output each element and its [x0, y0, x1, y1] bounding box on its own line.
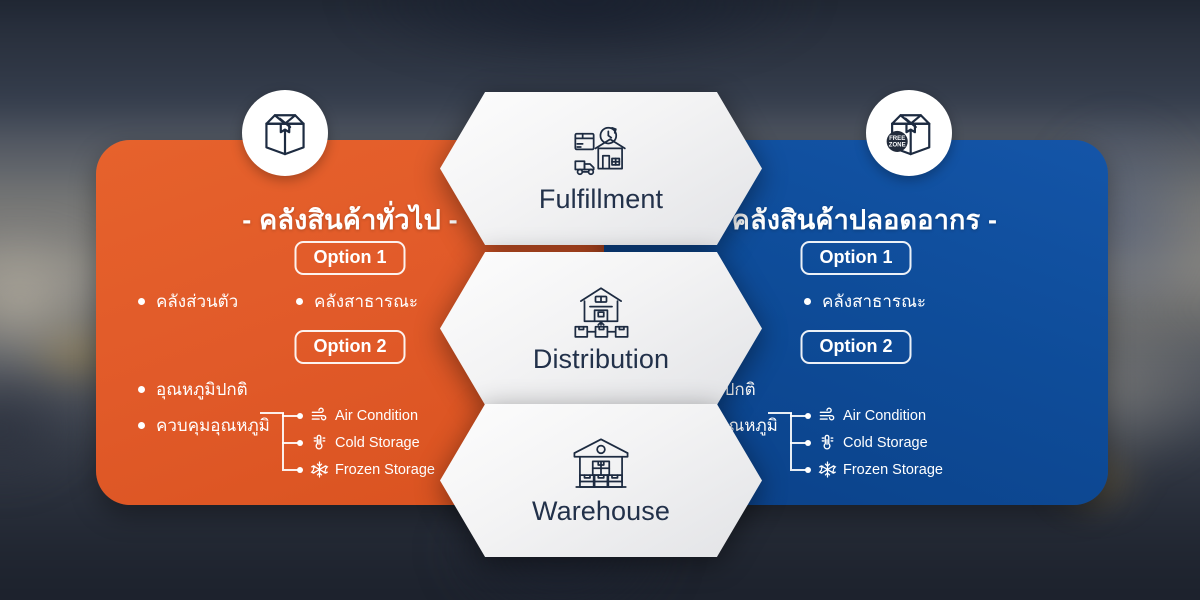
left-sub-item-air-condition: Air Condition [282, 406, 418, 425]
free-zone-warehouse-badge: FREE ZONE [866, 90, 952, 176]
thermometer-icon [821, 434, 834, 450]
connector-node-icon [297, 412, 303, 419]
sub-item-label: Frozen Storage [843, 461, 943, 478]
right-temperature-subtree: Air Condition Cold Storage [768, 404, 1050, 482]
fulfillment-icon [574, 127, 626, 176]
distribution-icon [574, 287, 629, 339]
chip-fulfillment[interactable]: Fulfillment [440, 92, 762, 245]
sub-item-label: Cold Storage [335, 434, 420, 451]
chip-content: Warehouse [440, 404, 762, 557]
connector-branch [790, 468, 806, 471]
free-zone-chip [886, 130, 908, 152]
bullet-dot-icon [804, 298, 811, 305]
sub-item-label: Frozen Storage [335, 461, 435, 478]
item-label: คลังสาธารณะ [314, 292, 418, 311]
warehouse-icon [573, 438, 629, 489]
right-option1-pill[interactable]: Option 1 [800, 241, 912, 275]
connector-branch [790, 441, 806, 444]
chip-label: Fulfillment [538, 184, 664, 215]
right-panel-title: - คลังสินค้าปลอดอากร - [714, 205, 998, 235]
item-label: อุณหภูมิปกติ [156, 380, 248, 399]
thermometer-icon [313, 434, 326, 450]
chip-distribution[interactable]: Distribution [440, 252, 762, 405]
connector-branch [282, 441, 298, 444]
left-sub-item-frozen-storage: Frozen Storage [282, 460, 435, 479]
left-sub-item-cold-storage: Cold Storage [282, 433, 420, 452]
connector-stub [260, 412, 284, 414]
air-flow-icon [311, 407, 327, 421]
right-option2-pill[interactable]: Option 2 [800, 330, 912, 364]
box-free-zone-icon: FREE ZONE [886, 114, 931, 156]
connector-branch [790, 414, 806, 417]
chip-warehouse[interactable]: Warehouse [440, 404, 762, 557]
connector-branch [282, 468, 298, 471]
bullet-dot-icon [138, 422, 145, 429]
bullet-dot-icon [138, 386, 145, 393]
air-flow-icon [819, 407, 835, 421]
connector-node-icon [297, 466, 303, 473]
left-panel-title: - คลังสินค้าทั่วไป - [242, 205, 458, 235]
general-warehouse-badge [242, 90, 328, 176]
connector-trunk [282, 413, 284, 469]
left-option1-pill[interactable]: Option 1 [294, 241, 406, 275]
svg-text:FREE: FREE [889, 136, 905, 142]
connector-stub [768, 412, 792, 414]
chip-label: Distribution [532, 344, 670, 375]
sub-item-label: Air Condition [843, 407, 927, 424]
left-option2-item-0: อุณหภูมิปกติ [138, 376, 248, 403]
box-icon [265, 114, 305, 156]
left-temperature-subtree: Air Condition Cold Storage [260, 404, 542, 482]
right-sub-item-air-condition: Air Condition [790, 406, 926, 425]
item-label: ควบคุมอุณหภูมิ [156, 416, 270, 435]
left-option2-pill[interactable]: Option 2 [294, 330, 406, 364]
right-sub-item-cold-storage: Cold Storage [790, 433, 928, 452]
bullet-dot-icon [296, 298, 303, 305]
left-option1-item-1: คลังสาธารณะ [296, 288, 418, 315]
svg-text:ZONE: ZONE [889, 143, 906, 149]
chip-content: Fulfillment [440, 92, 762, 245]
connector-branch [282, 414, 298, 417]
connector-node-icon [297, 439, 303, 446]
connector-node-icon [805, 439, 811, 446]
sub-item-label: Cold Storage [843, 434, 928, 451]
chip-shape [440, 252, 762, 405]
snowflake-icon [310, 461, 329, 478]
chip-shape [440, 404, 762, 557]
connector-trunk [790, 413, 792, 469]
item-label: คลังส่วนตัว [156, 292, 239, 311]
right-sub-item-frozen-storage: Frozen Storage [790, 460, 943, 479]
connector-node-icon [805, 466, 811, 473]
bullet-dot-icon [138, 298, 145, 305]
item-label: คลังสาธารณะ [822, 292, 926, 311]
left-option2-item-1: ควบคุมอุณหภูมิ [138, 412, 270, 439]
connector-node-icon [805, 412, 811, 419]
right-option1-item-1: คลังสาธารณะ [804, 288, 926, 315]
snowflake-icon [818, 461, 837, 478]
chip-content: Distribution [440, 252, 762, 405]
left-option1-item-0: คลังส่วนตัว [138, 288, 238, 315]
sub-item-label: Air Condition [335, 407, 419, 424]
chip-label: Warehouse [532, 496, 670, 527]
